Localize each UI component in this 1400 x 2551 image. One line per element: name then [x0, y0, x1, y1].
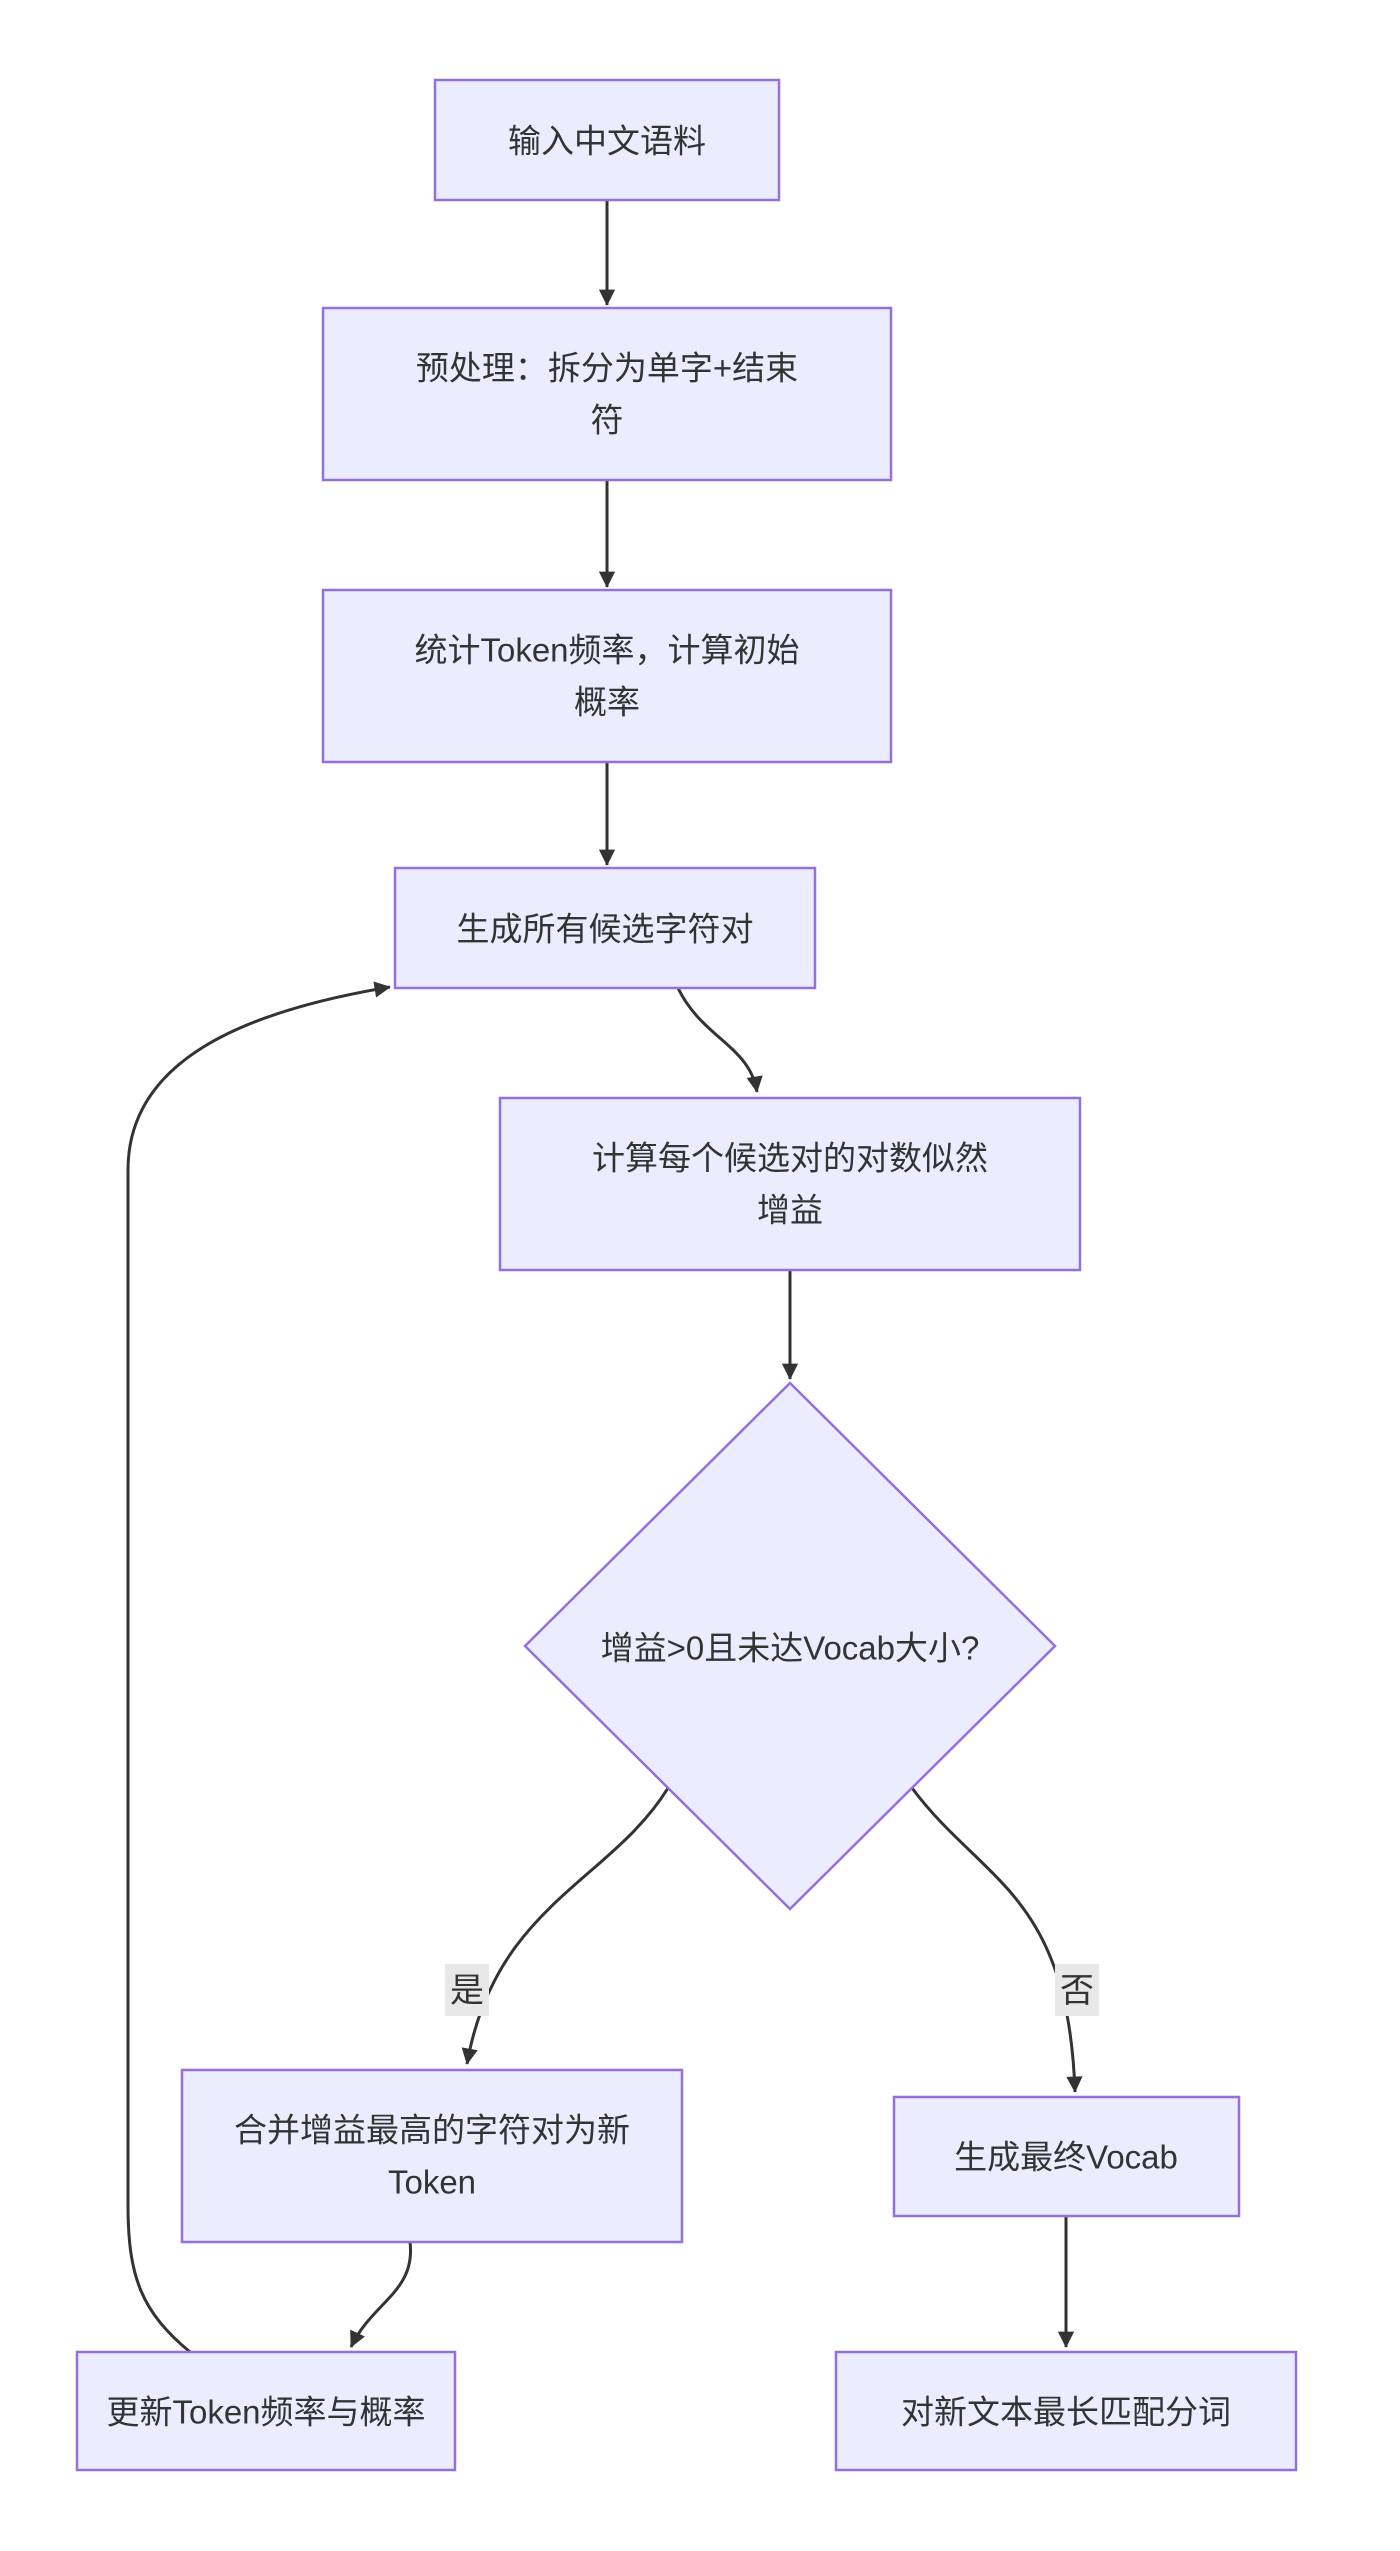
node-update-freq-label: 更新Token频率与概率 [106, 2394, 425, 2431]
edge-label-yes-text: 是 [450, 1972, 484, 2010]
node-compute-gain-box [498, 1096, 1082, 1272]
decision-gain-vocab: 增益>0且未达Vocab大小? [523, 1381, 1057, 1911]
node-count-token-freq: 统计Token频率，计算初始 概率 [321, 588, 893, 764]
node-compute-gain-label-line2: 增益 [757, 1192, 823, 1229]
node-preprocess-box [321, 306, 893, 482]
edge-decision-no-to-vocab [910, 1787, 1083, 2093]
node-merge-token-box [180, 2068, 684, 2244]
node-input-corpus-label: 输入中文语料 [508, 123, 706, 160]
edge-label-no-background [1055, 1964, 1099, 2016]
node-preprocess-label-line1: 预处理：拆分为单字+结束 [416, 350, 798, 387]
node-preprocess-label-line2: 符 [591, 402, 624, 439]
node-count-token-freq-box [321, 588, 893, 764]
node-segment-text-label: 对新文本最长匹配分词 [901, 2394, 1231, 2431]
edge-label-no-text: 否 [1060, 1972, 1094, 2010]
node-input-corpus: 输入中文语料 [433, 78, 781, 202]
edge-label-yes: 是 [445, 1964, 489, 2016]
node-preprocess: 预处理：拆分为单字+结束 符 [321, 306, 893, 482]
decision-gain-vocab-label: 增益>0且未达Vocab大小? [601, 1630, 980, 1667]
node-generate-pairs: 生成所有候选字符对 [393, 866, 817, 990]
node-segment-text: 对新文本最长匹配分词 [834, 2350, 1298, 2472]
node-final-vocab-label: 生成最终Vocab [954, 2139, 1178, 2176]
edge-generate-to-compute [676, 987, 763, 1093]
node-compute-gain: 计算每个候选对的对数似然 增益 [498, 1096, 1082, 1272]
edge-label-no: 否 [1055, 1964, 1099, 2016]
node-count-token-freq-label-line1: 统计Token频率，计算初始 [414, 632, 799, 669]
node-input-corpus-box [433, 78, 781, 202]
node-count-token-freq-label-line2: 概率 [574, 684, 640, 721]
node-merge-token: 合并增益最高的字符对为新 Token [180, 2068, 684, 2244]
node-final-vocab-box [892, 2095, 1241, 2218]
node-compute-gain-label-line1: 计算每个候选对的对数似然 [592, 1140, 988, 1177]
node-generate-pairs-label: 生成所有候选字符对 [457, 911, 754, 948]
node-merge-token-label-line1: 合并增益最高的字符对为新 [234, 2112, 630, 2149]
node-generate-pairs-box [393, 866, 817, 990]
decision-gain-vocab-diamond [523, 1381, 1057, 1911]
node-final-vocab: 生成最终Vocab [892, 2095, 1241, 2218]
node-merge-token-label-line2: Token [388, 2164, 476, 2201]
node-segment-text-box [834, 2350, 1298, 2472]
edge-decision-yes-to-merge [461, 1787, 670, 2065]
edge-update-loop-to-generate [126, 981, 391, 2354]
node-update-freq-box [75, 2350, 457, 2472]
edge-merge-to-update [349, 2241, 413, 2348]
node-update-freq: 更新Token频率与概率 [75, 2350, 457, 2472]
edge-label-yes-background [445, 1964, 489, 2016]
